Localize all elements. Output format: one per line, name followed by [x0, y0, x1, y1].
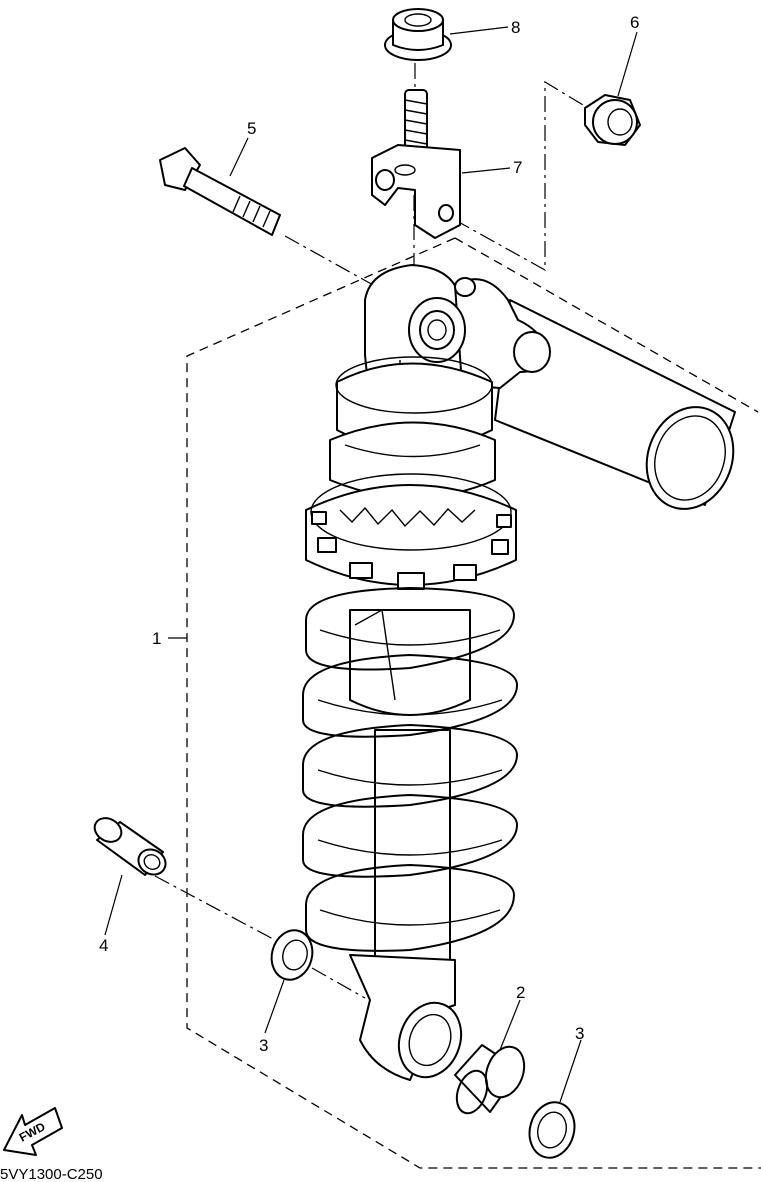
reservoir-tank — [494, 299, 736, 510]
spring-preload-ring — [305, 473, 517, 590]
leader-7 — [461, 167, 511, 174]
shock-upper-mount — [364, 264, 551, 389]
drawing-code: 5VY1300-C250 — [0, 1166, 103, 1182]
callout-8: 8 — [511, 18, 520, 37]
callout-3-upper: 3 — [259, 1036, 268, 1055]
oil-seal-upper — [270, 929, 314, 981]
mounting-bolt — [159, 147, 281, 236]
callout-5: 5 — [247, 119, 256, 138]
bracket-to-nut-line — [454, 80, 589, 272]
bolt-axis-line — [284, 235, 376, 287]
callout-4: 4 — [99, 936, 108, 955]
callout-6: 6 — [630, 13, 639, 32]
leader-4 — [104, 874, 123, 936]
nut-right — [584, 94, 641, 146]
seal-axis-line — [311, 967, 366, 999]
oil-seal-lower — [528, 1101, 576, 1159]
bushing — [454, 1044, 526, 1115]
collar-axis-line — [154, 875, 276, 941]
collar — [93, 817, 167, 876]
fwd-arrow: FWD — [3, 1107, 63, 1156]
callout-2: 2 — [516, 983, 525, 1002]
nut-top — [384, 8, 452, 61]
leader-5 — [229, 137, 249, 177]
leader-3-upper — [264, 979, 285, 1034]
damper-body — [349, 608, 471, 961]
shock-body-cap — [329, 356, 496, 499]
coil-spring — [302, 587, 518, 952]
leader-3-lower — [559, 1039, 582, 1103]
leader-2 — [499, 999, 521, 1051]
callout-3-lower: 3 — [575, 1024, 584, 1043]
leader-8 — [449, 26, 509, 35]
shock-lower-clevis — [349, 954, 463, 1081]
assembly-boundary — [186, 237, 761, 1169]
assembly-boundary-top — [454, 237, 759, 413]
bracket — [371, 144, 461, 239]
callout-1: 1 — [152, 629, 161, 648]
callout-7: 7 — [513, 158, 522, 177]
leader-6 — [617, 31, 638, 97]
